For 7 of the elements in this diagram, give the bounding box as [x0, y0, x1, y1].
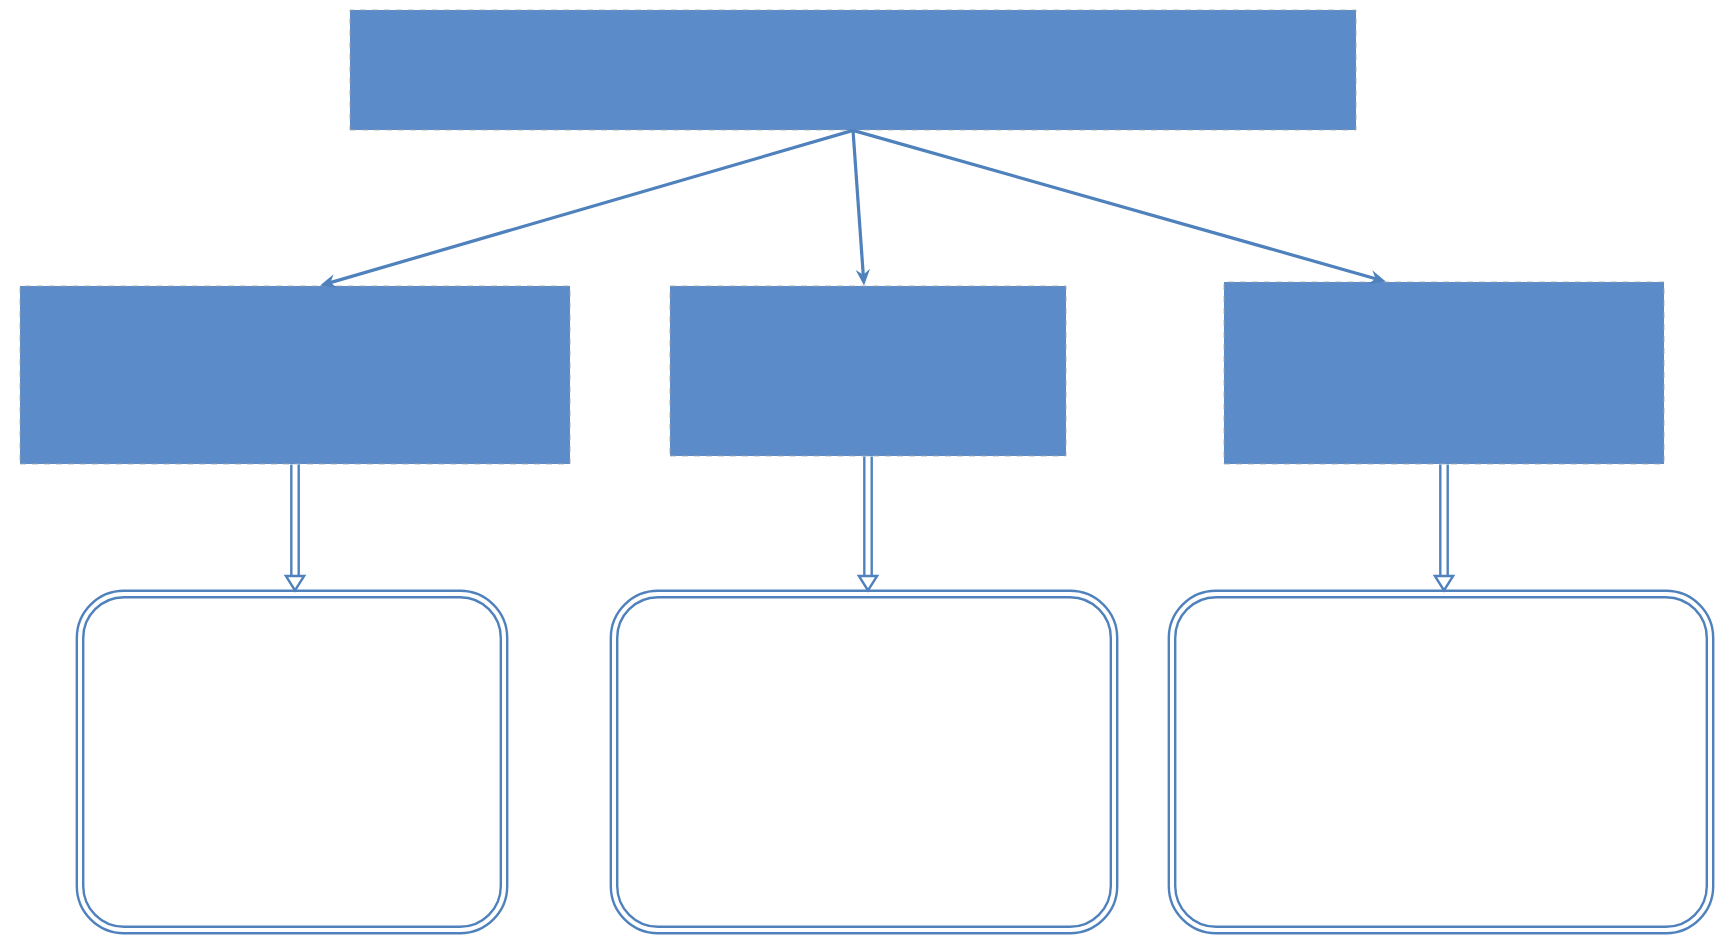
- filled-box: [19, 285, 571, 465]
- rounded-box: [609, 589, 1119, 935]
- rounded-box: [1167, 589, 1715, 935]
- filled-box: [669, 285, 1067, 457]
- filled-box: [1223, 281, 1665, 465]
- filled-box: [349, 9, 1357, 131]
- rounded-box: [75, 589, 509, 935]
